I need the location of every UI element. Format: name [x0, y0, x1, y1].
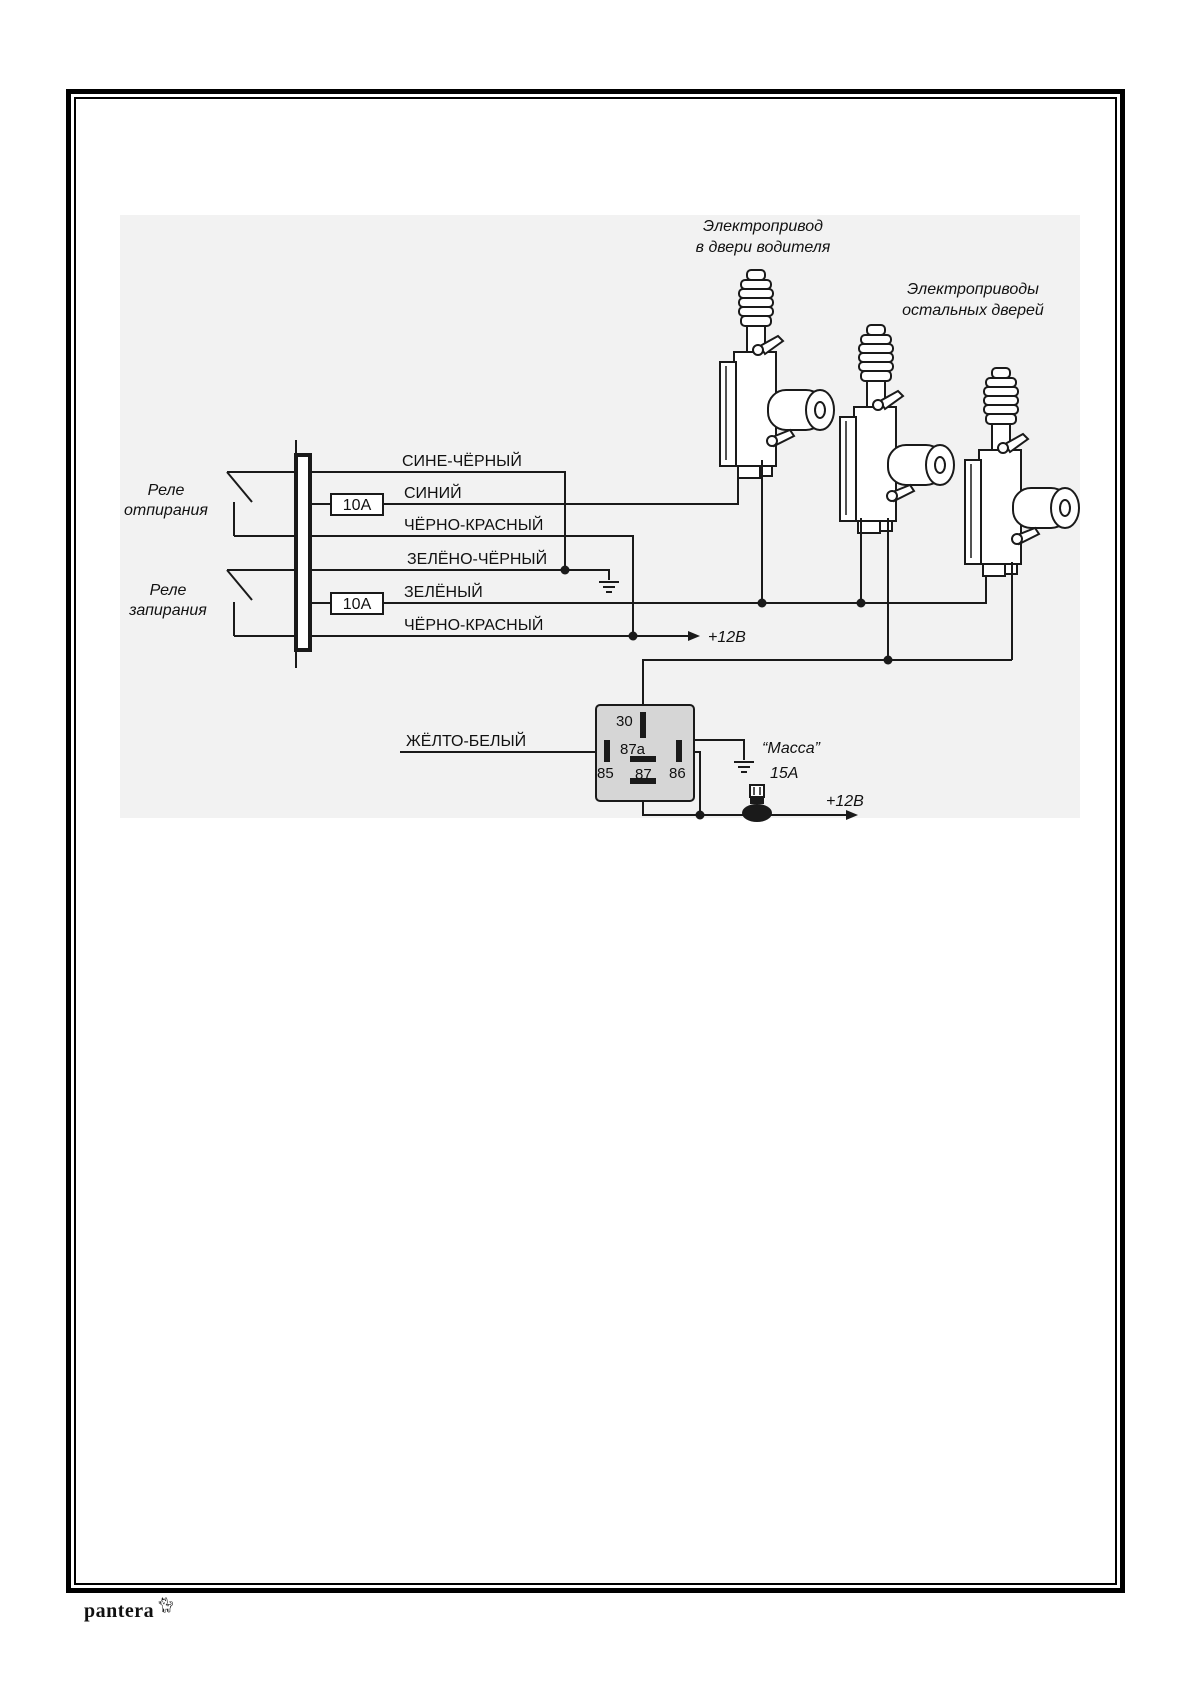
wires — [226, 460, 1013, 816]
pin-87a: 87a — [620, 741, 646, 758]
actuator-driver-label-1: Электропривод — [703, 218, 823, 235]
relay-unlock-label-2: отпирания — [124, 502, 208, 519]
pin-87: 87 — [635, 766, 652, 783]
relay-lock-label-2: запирания — [128, 602, 207, 619]
relay-pin-blades — [604, 712, 682, 784]
fuse-lock — [330, 592, 384, 615]
wire-green-black-label: ЗЕЛЁНО-ЧЁРНЫЙ — [407, 549, 547, 568]
wire-black-red-2-label: ЧЁРНО-КРАСНЫЙ — [404, 615, 543, 634]
pin-86: 86 — [669, 765, 686, 782]
actuators-others-label-1: Электроприводы — [907, 281, 1039, 298]
pin-85: 85 — [597, 765, 614, 782]
actuator-driver-label-2: в двери водителя — [696, 239, 831, 256]
wire-green-label: ЗЕЛЁНЫЙ — [404, 582, 483, 601]
actuator-door-2 — [839, 324, 955, 534]
power-relay — [595, 704, 695, 802]
fuse-power-label: 15А — [770, 765, 798, 782]
fuse-unlock-label: 10А — [343, 497, 372, 514]
page-frame-outer — [66, 89, 1125, 1593]
plus12v-lower-label: +12В — [826, 793, 864, 810]
actuators-others-label-2: остальных дверей — [902, 302, 1044, 319]
plus12v-upper-label: +12В — [708, 629, 746, 646]
actuator-driver-door — [719, 269, 835, 479]
fuse-lock-label: 10А — [343, 596, 372, 613]
ground-symbol-1 — [598, 581, 620, 593]
junction-dots — [560, 565, 893, 820]
actuator-door-3 — [964, 367, 1080, 577]
wire-blue-black-label: СИНЕ-ЧЁРНЫЙ — [402, 451, 522, 470]
wire-yellow-white-label: ЖЁЛТО-БЕЛЫЙ — [406, 731, 526, 750]
brand-logo: pantera — [84, 1600, 155, 1622]
wire-blue-label: СИНИЙ — [404, 483, 462, 502]
alarm-connector — [294, 453, 312, 652]
relay-unlock-label-1: Реле — [148, 482, 185, 499]
wire-black-red-1-label: ЧЁРНО-КРАСНЫЙ — [404, 515, 543, 534]
fuse-power-holder — [742, 784, 772, 822]
ground-label: “Масса” — [762, 740, 821, 757]
fuse-unlock — [330, 493, 384, 516]
brand-logo-cat-icon: 🐈︎ — [156, 1597, 176, 1614]
ground-symbol-2 — [733, 761, 755, 773]
page-frame-inner — [74, 97, 1117, 1585]
pin-30: 30 — [616, 713, 633, 730]
relay-lock-label-1: Реле — [150, 582, 187, 599]
